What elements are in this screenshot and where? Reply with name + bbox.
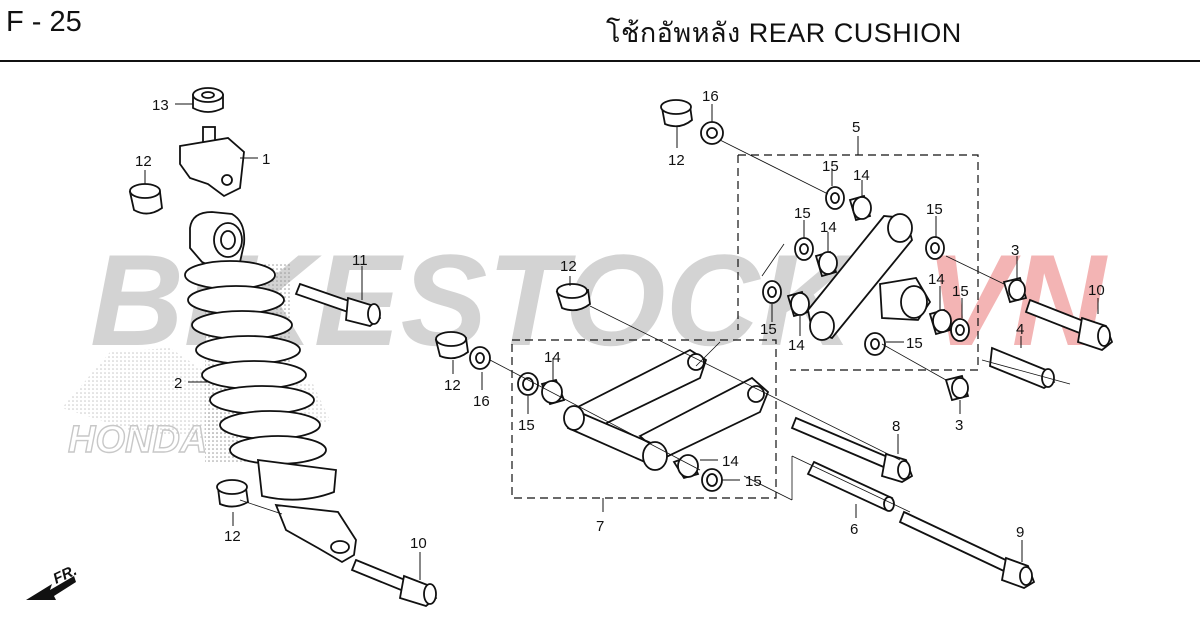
part-5-connecting-rod-assembly (660, 99, 1114, 402)
callout: 15 (926, 201, 943, 218)
callout: 14 (820, 219, 837, 236)
callout: 10 (410, 535, 427, 552)
part-12-nut (434, 331, 469, 360)
callout: 1 (262, 151, 270, 168)
part-10-bolt (350, 558, 438, 608)
part-14-bearing (848, 194, 872, 222)
part-9-bolt (898, 510, 1036, 589)
callout: 14 (853, 167, 870, 184)
front-direction-arrow: FR. (26, 562, 80, 600)
part-3-collar (1002, 276, 1028, 304)
part-12-nut (555, 283, 591, 312)
callout: 3 (1011, 242, 1019, 259)
shock-absorber-assembly (128, 87, 438, 608)
part-10-bolt (1024, 298, 1114, 352)
arrow-icon (26, 576, 76, 600)
callout: 15 (906, 335, 923, 352)
callout: 12 (560, 258, 577, 275)
part-1-upper-bracket (179, 126, 245, 198)
callout: 14 (722, 453, 739, 470)
part-15-seal (762, 280, 782, 304)
callout-numbers: 13 1 12 2 11 12 10 12 12 16 14 15 14 15 … (135, 88, 1105, 552)
rear-cushion-diagram: BIKESTOCK VN HONDA (26, 87, 1114, 608)
header-divider (0, 60, 1200, 62)
part-14-bearing (672, 454, 700, 480)
callout: 8 (892, 418, 900, 435)
honda-logo-text: HONDA (68, 419, 207, 461)
callout: 15 (794, 205, 811, 222)
part-14-bearing (786, 290, 810, 318)
callout: 6 (850, 521, 858, 538)
callout: 14 (928, 271, 945, 288)
part-7-cushion-arm-assembly (434, 283, 777, 499)
callout: 4 (1016, 321, 1024, 338)
callout: 12 (224, 528, 241, 545)
part-4-collar (989, 346, 1056, 390)
part-2-shock-spring (184, 260, 327, 465)
callout: 16 (702, 88, 719, 105)
callout: 14 (544, 349, 561, 366)
front-label: FR. (51, 562, 80, 588)
shock-top-eye (189, 211, 246, 268)
callout: 11 (352, 252, 368, 269)
part-12-nut (216, 479, 249, 508)
part-16-washer (469, 346, 491, 370)
part-8-bolt (790, 416, 914, 483)
part-12-nut (660, 99, 693, 128)
callout: 5 (852, 119, 860, 136)
leader-lines (144, 103, 1099, 580)
callout: 15 (822, 158, 839, 175)
callout: 15 (952, 283, 969, 300)
callout: 14 (788, 337, 805, 354)
part-15-seal (825, 186, 845, 210)
part-15-seal (794, 237, 814, 261)
callout: 12 (444, 377, 461, 394)
part-13-nut (192, 87, 224, 113)
callout: 15 (518, 417, 535, 434)
part-15-seal (925, 236, 945, 260)
callout: 9 (1016, 524, 1024, 541)
part-15-seal (864, 332, 886, 356)
callout: 12 (135, 153, 152, 170)
shock-lower-body (256, 458, 357, 564)
part-15-seal (950, 318, 970, 342)
group-box-7 (511, 339, 777, 499)
part-11-bolt (294, 282, 382, 327)
lower-bolts (790, 416, 1036, 589)
callout: 10 (1088, 282, 1105, 299)
part-12-nut (128, 183, 163, 215)
part-14-bearing (540, 378, 566, 406)
part-3-collar (944, 374, 970, 402)
callout: 15 (760, 321, 777, 338)
part-14-bearing (928, 308, 952, 336)
page-code: F - 25 (6, 6, 82, 38)
part-15-seal (701, 468, 723, 492)
callout: 2 (174, 375, 182, 392)
callout: 15 (745, 473, 762, 490)
callout: 13 (152, 97, 169, 114)
part-16-washer (700, 121, 724, 145)
callout: 7 (596, 518, 604, 535)
callout: 3 (955, 417, 963, 434)
page-title: โช้กอัพหลัง REAR CUSHION (606, 18, 962, 48)
page-header: F - 25 โช้กอัพหลัง REAR CUSHION (0, 0, 1200, 62)
callout: 12 (668, 152, 685, 169)
callout: 16 (473, 393, 490, 410)
